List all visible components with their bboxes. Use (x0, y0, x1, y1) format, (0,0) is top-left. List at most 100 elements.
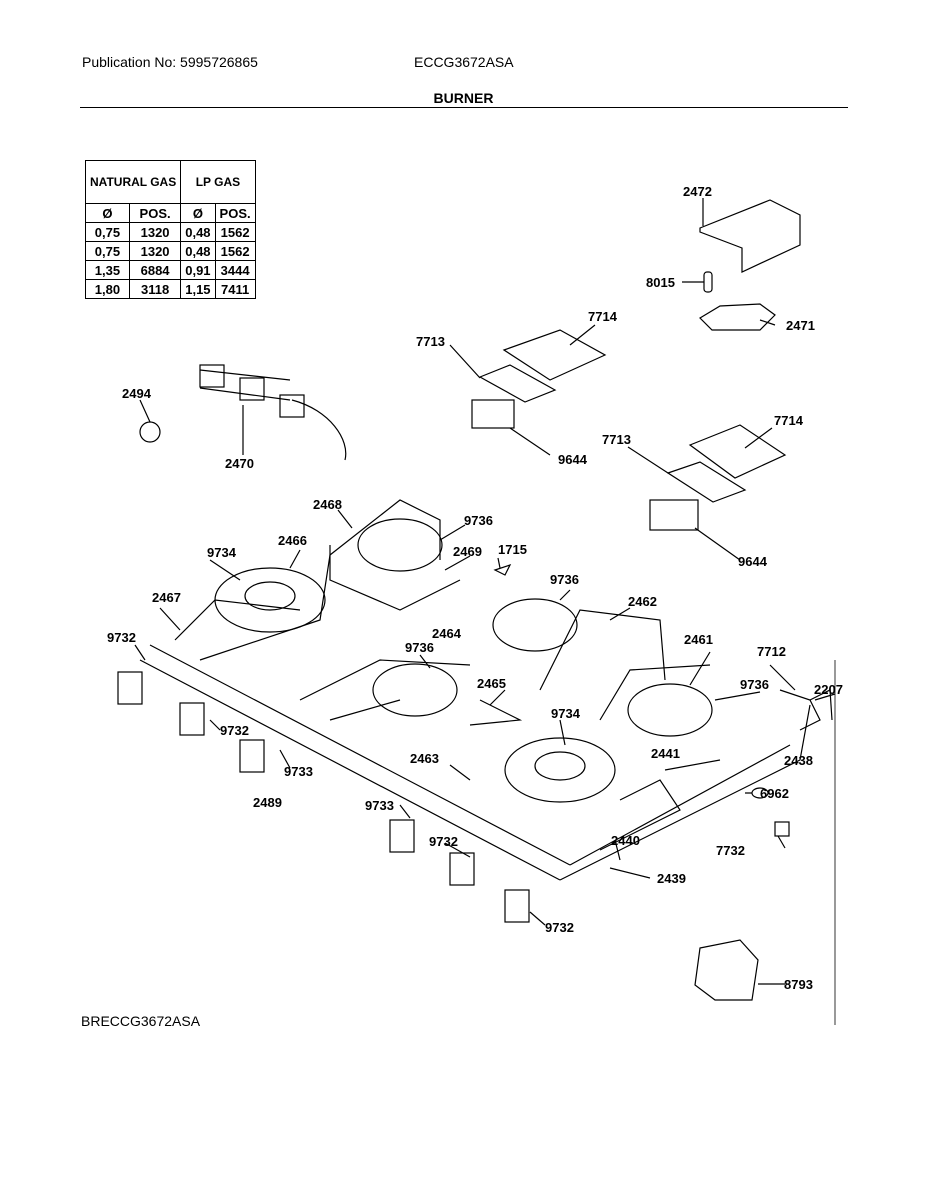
bracket-part-7713-lower (666, 461, 747, 503)
table-row: 1,80 3118 1,15 7411 (85, 279, 256, 299)
leader-lines (134, 198, 836, 985)
gas-tube-2461 (599, 664, 711, 721)
table-cell: 7411 (214, 279, 256, 299)
valve-bracket (449, 852, 475, 886)
part-label-2462: 2462 (628, 594, 657, 609)
part-label-9734: 9734 (207, 545, 237, 560)
part-label-2472: 2472 (683, 184, 712, 199)
burner-part-9734-left (214, 567, 326, 633)
table-row: 0,75 1320 0,48 1562 (85, 241, 256, 261)
bracket-part-7713-upper (478, 364, 557, 403)
part-label-2471: 2471 (786, 318, 815, 333)
burner-part-9736-center (372, 663, 458, 717)
harness-connector (279, 394, 305, 418)
table-cell: 0,48 (180, 222, 216, 242)
valve-bracket (117, 671, 143, 705)
orifice-table-group-header: NATURAL GAS LP GAS (84, 160, 256, 204)
bracket-part-7712 (779, 689, 821, 731)
gas-tube-2468 (329, 545, 461, 611)
clip-part-1715 (493, 563, 512, 576)
plate-part-7714-lower (688, 424, 787, 479)
part-label-9736: 9736 (405, 640, 434, 655)
manifold-tube (139, 644, 571, 881)
part-label-2465: 2465 (477, 676, 506, 691)
part-label-2464: 2464 (432, 626, 462, 641)
table-cell: 3444 (214, 260, 256, 280)
plate-part-7714-upper (502, 329, 607, 381)
table-cell: 0,75 (85, 222, 130, 242)
table-cell: 3118 (128, 279, 182, 299)
cover-part-2472 (699, 199, 801, 273)
part-label-7714: 7714 (588, 309, 618, 324)
gas-tube-2438-2439 (559, 704, 811, 881)
orifice-table: NATURAL GAS LP GAS Ø POS. Ø POS. 0,75 13… (84, 160, 256, 299)
part-label-2467: 2467 (152, 590, 181, 605)
part-label-2438: 2438 (784, 753, 813, 768)
burner-cap (244, 581, 296, 611)
part-label-2489: 2489 (253, 795, 282, 810)
part-label-9736: 9736 (464, 513, 493, 528)
header-rule (80, 107, 848, 108)
part-label-2468: 2468 (313, 497, 342, 512)
part-label-2463: 2463 (410, 751, 439, 766)
part-label-7732: 7732 (716, 843, 745, 858)
part-label-7713: 7713 (416, 334, 445, 349)
part-label-2469: 2469 (453, 544, 482, 559)
part-label-2207: 2207 (814, 682, 843, 697)
burner-part-9736-right (627, 683, 713, 737)
part-label-9732: 9732 (429, 834, 458, 849)
harness-part-2470 (199, 369, 347, 461)
part-label-9644: 9644 (738, 554, 768, 569)
natural-gas-header: NATURAL GAS (84, 160, 182, 204)
part-label-8015: 8015 (646, 275, 675, 290)
part-label-9733: 9733 (284, 764, 313, 779)
grommet-part-2494 (139, 421, 161, 443)
burner-cap (534, 751, 586, 781)
harness-connector (199, 364, 225, 388)
part-label-7713: 7713 (602, 432, 631, 447)
gas-tube-2464 (299, 659, 471, 721)
part-label-7714: 7714 (774, 413, 804, 428)
valve-part-2471 (699, 303, 776, 331)
model-number: ECCG3672ASA (414, 54, 514, 70)
part-label-2441: 2441 (651, 746, 680, 761)
part-label-6962: 6962 (760, 786, 789, 801)
drawing-geometry (117, 198, 836, 1025)
publication-number: Publication No: 5995726865 (82, 54, 258, 70)
part-label-8793: 8793 (784, 977, 813, 992)
harness-connector (239, 377, 265, 401)
diagram-code: BRECCG3672ASA (81, 1013, 201, 1029)
table-cell: 0,48 (180, 241, 216, 261)
part-label-9732: 9732 (107, 630, 136, 645)
part-label-9732: 9732 (220, 723, 249, 738)
valve-bracket (239, 739, 265, 773)
table-cell: 0,75 (85, 241, 130, 261)
part-label-9736: 9736 (740, 677, 769, 692)
part-label-2494: 2494 (122, 386, 152, 401)
part-label-7712: 7712 (757, 644, 786, 659)
valve-bracket (389, 819, 415, 853)
switch-part-9644-lower (649, 499, 699, 531)
table-cell: 0,91 (180, 260, 216, 280)
part-label-9732: 9732 (545, 920, 574, 935)
valve-bracket (179, 702, 205, 736)
gas-tube-2462 (539, 609, 666, 691)
table-cell: 1562 (214, 241, 256, 261)
regulator-part-8793 (694, 939, 759, 1001)
lp-gas-header: LP GAS (180, 160, 256, 204)
part-label-2440: 2440 (611, 833, 640, 848)
table-cell: 1,15 (180, 279, 216, 299)
part-label-2439: 2439 (657, 871, 686, 886)
switch-part-9644-upper (471, 399, 515, 429)
section-title: BURNER (433, 90, 494, 106)
burner-part-9736-top (357, 518, 443, 572)
inlet-part-2207 (809, 689, 833, 721)
part-label-2470: 2470 (225, 456, 254, 471)
part-callout-labels: 2472 8015 2471 7714 7713 2494 9644 2470 … (107, 184, 843, 992)
table-cell: 6884 (128, 260, 182, 280)
burner-part-9734-right (504, 737, 616, 803)
burner-part-9736-mid (492, 598, 578, 652)
part-label-9734: 9734 (551, 706, 581, 721)
